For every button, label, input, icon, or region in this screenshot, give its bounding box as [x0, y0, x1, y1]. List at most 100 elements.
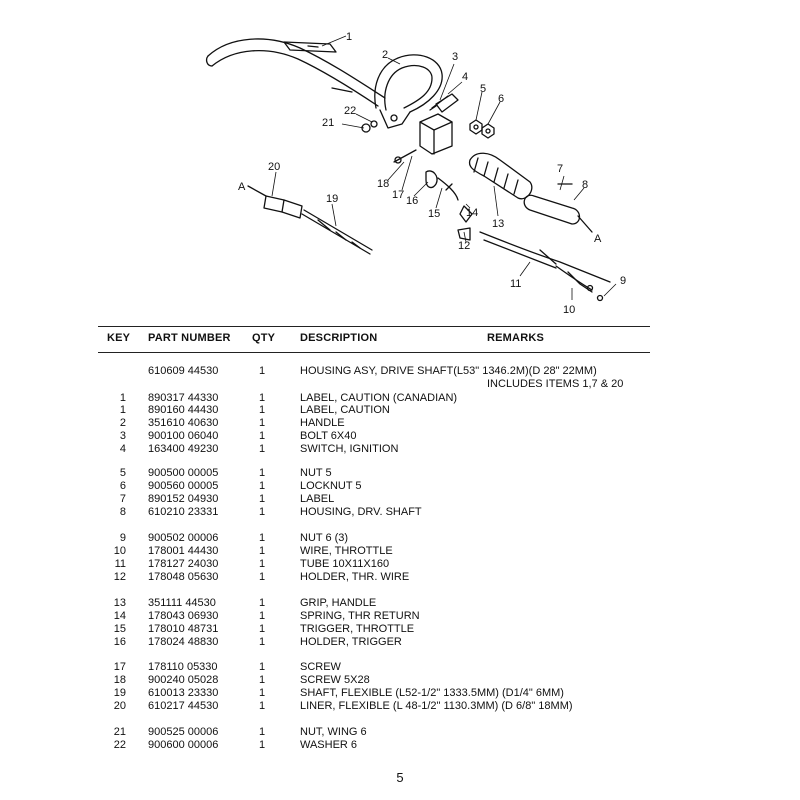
callout-4: 4 — [462, 71, 468, 83]
row-key: 20 — [113, 700, 126, 712]
row-key: 14 — [113, 610, 126, 622]
row-qty: 1 — [259, 392, 266, 404]
row-remarks: INCLUDES ITEMS 1,7 & 20 — [487, 378, 624, 390]
row-part-number: 178110 05330 — [148, 661, 218, 673]
callout-22: 22 — [344, 105, 356, 117]
row-part-number: 610609 44530 — [148, 365, 219, 377]
flexible-liner — [263, 195, 285, 213]
row-qty: 1 — [259, 443, 266, 455]
callout-17: 17 — [392, 189, 404, 201]
row-qty: 1 — [259, 558, 266, 570]
row-part-number: 351111 44530 — [148, 597, 216, 609]
row-part-number: 178127 24030 — [148, 558, 219, 570]
callout-7: 7 — [557, 163, 563, 175]
row-key: 16 — [113, 636, 126, 648]
callout-3: 3 — [452, 51, 458, 63]
row-part-number: 900100 06040 — [148, 430, 219, 442]
row-key: 5 — [119, 467, 126, 479]
row-part-number: 900560 00005 — [148, 480, 219, 492]
row-description: LINER, FLEXIBLE (L 48-1/2" 1130.3MM) (D … — [300, 700, 573, 712]
callout-12: 12 — [458, 240, 470, 252]
drive-shaft-housing — [207, 38, 386, 99]
callout-11: 11 — [510, 278, 521, 290]
row-part-number: 178001 44430 — [148, 545, 219, 557]
row-part-number: 900525 00006 — [148, 726, 219, 738]
row-description: GRIP, HANDLE — [300, 597, 377, 609]
row-qty: 1 — [259, 480, 266, 492]
row-part-number: 900500 00005 — [148, 467, 219, 479]
row-description: HANDLE — [300, 417, 345, 429]
row-key: 1 — [119, 404, 126, 416]
callout-9: 9 — [620, 275, 626, 287]
row-key: 21 — [113, 726, 126, 738]
callout-19: 19 — [326, 193, 338, 205]
row-qty: 1 — [259, 674, 266, 686]
row-qty: 1 — [259, 493, 266, 505]
row-key: 22 — [113, 739, 126, 751]
row-key: 10 — [113, 545, 126, 557]
row-key: 12 — [113, 571, 126, 583]
row-description: SCREW — [300, 661, 341, 673]
row-qty: 1 — [259, 532, 266, 544]
row-qty: 1 — [259, 404, 266, 416]
row-part-number: 351610 40630 — [148, 417, 219, 429]
callout-1: 1 — [346, 31, 352, 43]
row-description: NUT, WING 6 — [300, 726, 367, 738]
row-description: SCREW 5X28 — [300, 674, 370, 686]
row-description: LABEL — [300, 493, 335, 505]
row-description: TRIGGER, THROTTLE — [300, 623, 415, 635]
row-qty: 1 — [259, 430, 266, 442]
header-description: DESCRIPTION — [300, 332, 378, 344]
connector-label-a-right: A — [594, 233, 602, 245]
row-part-number: 178043 06930 — [148, 610, 219, 622]
row-key: 19 — [113, 687, 126, 699]
throttle-housing — [419, 113, 453, 155]
callout-8: 8 — [582, 179, 588, 191]
row-qty: 1 — [259, 636, 266, 648]
throttle-wire-tube — [479, 231, 611, 283]
row-part-number: 610217 44530 — [148, 700, 219, 712]
row-qty: 1 — [259, 506, 266, 518]
row-part-number: 610013 23330 — [148, 687, 219, 699]
callout-6: 6 — [498, 93, 504, 105]
row-description: LABEL, CAUTION — [300, 404, 390, 416]
row-description: HOLDER, TRIGGER — [300, 636, 402, 648]
header-part-number: PART NUMBER — [148, 332, 231, 344]
callout-13: 13 — [492, 218, 504, 230]
row-qty: 1 — [259, 571, 266, 583]
row-description: WIRE, THROTTLE — [300, 545, 393, 557]
parts-exploded-diagram: 1 2 3 4 5 6 7 8 9 10 11 12 13 14 15 16 1… — [205, 31, 626, 316]
connector-label-a-left: A — [238, 181, 246, 193]
row-key: 3 — [119, 430, 126, 442]
row-qty: 1 — [259, 687, 266, 699]
row-part-number: 890317 44330 — [148, 392, 219, 404]
callout-2: 2 — [382, 49, 388, 61]
row-part-number: 178010 48731 — [148, 623, 219, 635]
row-qty: 1 — [259, 610, 266, 622]
row-qty: 1 — [259, 545, 266, 557]
row-description: NUT 5 — [300, 467, 332, 479]
row-key: 1 — [119, 392, 126, 404]
caution-label — [283, 41, 337, 53]
row-description: SPRING, THR RETURN — [300, 610, 420, 622]
row-part-number: 178048 05630 — [148, 571, 219, 583]
row-part-number: 178024 48830 — [148, 636, 219, 648]
callout-10: 10 — [563, 304, 575, 316]
row-description: LOCKNUT 5 — [300, 480, 362, 492]
callout-20: 20 — [268, 161, 280, 173]
row-description: TUBE 10X11X160 — [300, 558, 390, 570]
throttle-trigger — [437, 177, 459, 201]
row-description: LABEL, CAUTION (CANADIAN) — [300, 392, 458, 404]
row-qty: 1 — [259, 597, 266, 609]
callout-16: 16 — [406, 195, 418, 207]
row-part-number: 610210 23331 — [148, 506, 219, 518]
row-qty: 1 — [259, 623, 266, 635]
row-description: NUT 6 (3) — [300, 532, 349, 544]
row-part-number: 900600 00006 — [148, 739, 219, 751]
row-qty: 1 — [259, 700, 266, 712]
row-part-number: 890152 04930 — [148, 493, 219, 505]
row-description: SHAFT, FLEXIBLE (L52-1/2" 1333.5MM) (D1/… — [300, 687, 564, 699]
row-qty: 1 — [259, 365, 266, 377]
row-key: 11 — [114, 558, 126, 570]
row-description: SWITCH, IGNITION — [300, 443, 399, 455]
